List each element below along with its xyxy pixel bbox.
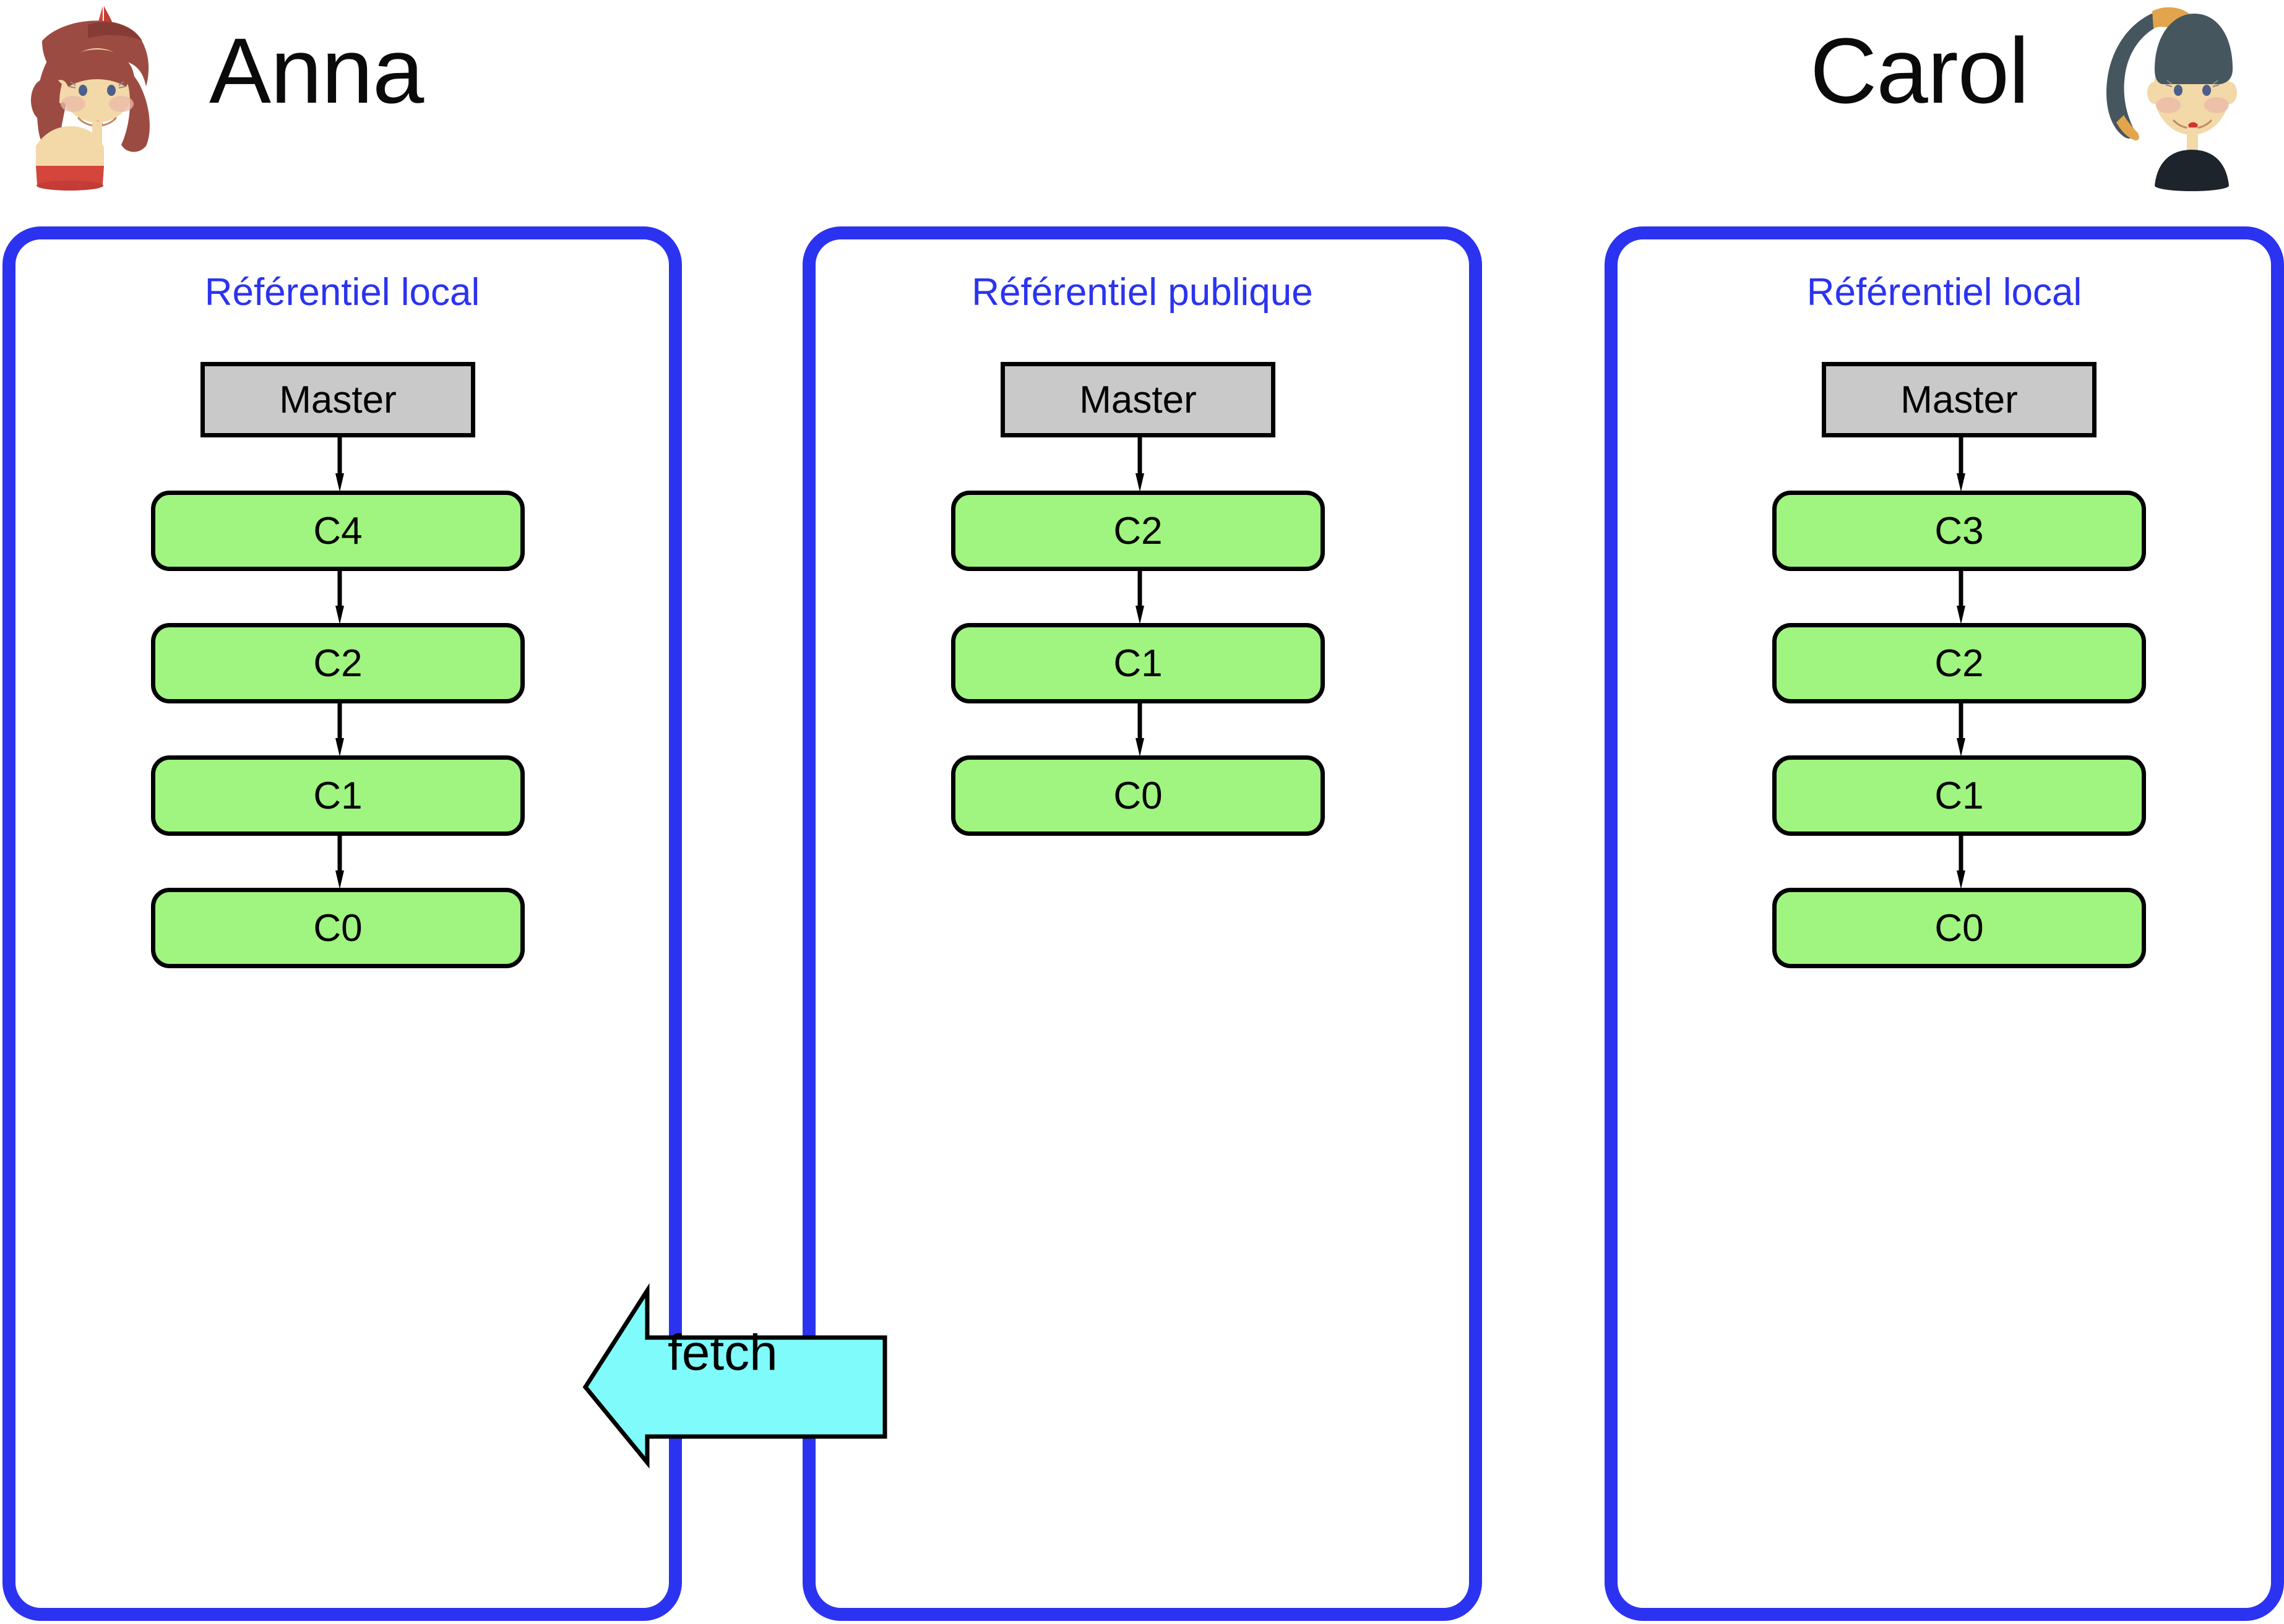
- arrow-master-to-c3: [1957, 437, 1965, 492]
- avatar-carol-icon: [2079, 0, 2265, 204]
- commit-box[interactable]: C1: [1772, 755, 2146, 836]
- avatar-anna-icon: [10, 0, 196, 204]
- repo-panel-public[interactable]: Référentiel publique Master C2 C1 C0: [803, 226, 1482, 1621]
- branch-box-master[interactable]: Master: [1001, 362, 1275, 437]
- commit-box[interactable]: C0: [951, 755, 1325, 836]
- commit-box[interactable]: C3: [1772, 491, 2146, 571]
- repo-title-public: Référentiel publique: [972, 271, 1313, 314]
- fetch-arrow-icon[interactable]: [580, 1277, 890, 1469]
- arrow-c1-to-c0: [335, 836, 344, 889]
- commit-box[interactable]: C2: [1772, 623, 2146, 703]
- commit-box[interactable]: C0: [1772, 888, 2146, 968]
- arrow-c1-to-c0: [1136, 703, 1144, 757]
- branch-box-master[interactable]: Master: [200, 362, 475, 437]
- arrow-c1-to-c0: [1957, 836, 1965, 889]
- person-name-carol: Carol: [1810, 19, 2029, 122]
- commit-box[interactable]: C2: [951, 491, 1325, 571]
- commit-box[interactable]: C4: [151, 491, 525, 571]
- person-name-anna: Anna: [209, 19, 424, 122]
- commit-box[interactable]: C1: [151, 755, 525, 836]
- arrow-master-to-c4: [335, 437, 344, 492]
- arrow-c2-to-c1: [335, 703, 344, 757]
- repo-title-carol-local: Référentiel local: [1806, 271, 2082, 314]
- repo-panel-anna-local[interactable]: Référentiel local Master C4 C2 C1 C0: [2, 226, 682, 1621]
- fetch-arrow-label: fetch: [668, 1325, 778, 1381]
- arrow-c4-to-c2: [335, 571, 344, 624]
- arrow-c2-to-c1: [1136, 571, 1144, 624]
- repo-panel-carol-local[interactable]: Référentiel local Master C3 C2 C1 C0: [1605, 226, 2284, 1621]
- commit-box[interactable]: C1: [951, 623, 1325, 703]
- commit-box[interactable]: C0: [151, 888, 525, 968]
- branch-box-master[interactable]: Master: [1822, 362, 2097, 437]
- commit-box[interactable]: C2: [151, 623, 525, 703]
- arrow-c2-to-c1: [1957, 703, 1965, 757]
- arrow-master-to-c2: [1136, 437, 1144, 492]
- arrow-c3-to-c2: [1957, 571, 1965, 624]
- repo-title-anna-local: Référentiel local: [204, 271, 480, 314]
